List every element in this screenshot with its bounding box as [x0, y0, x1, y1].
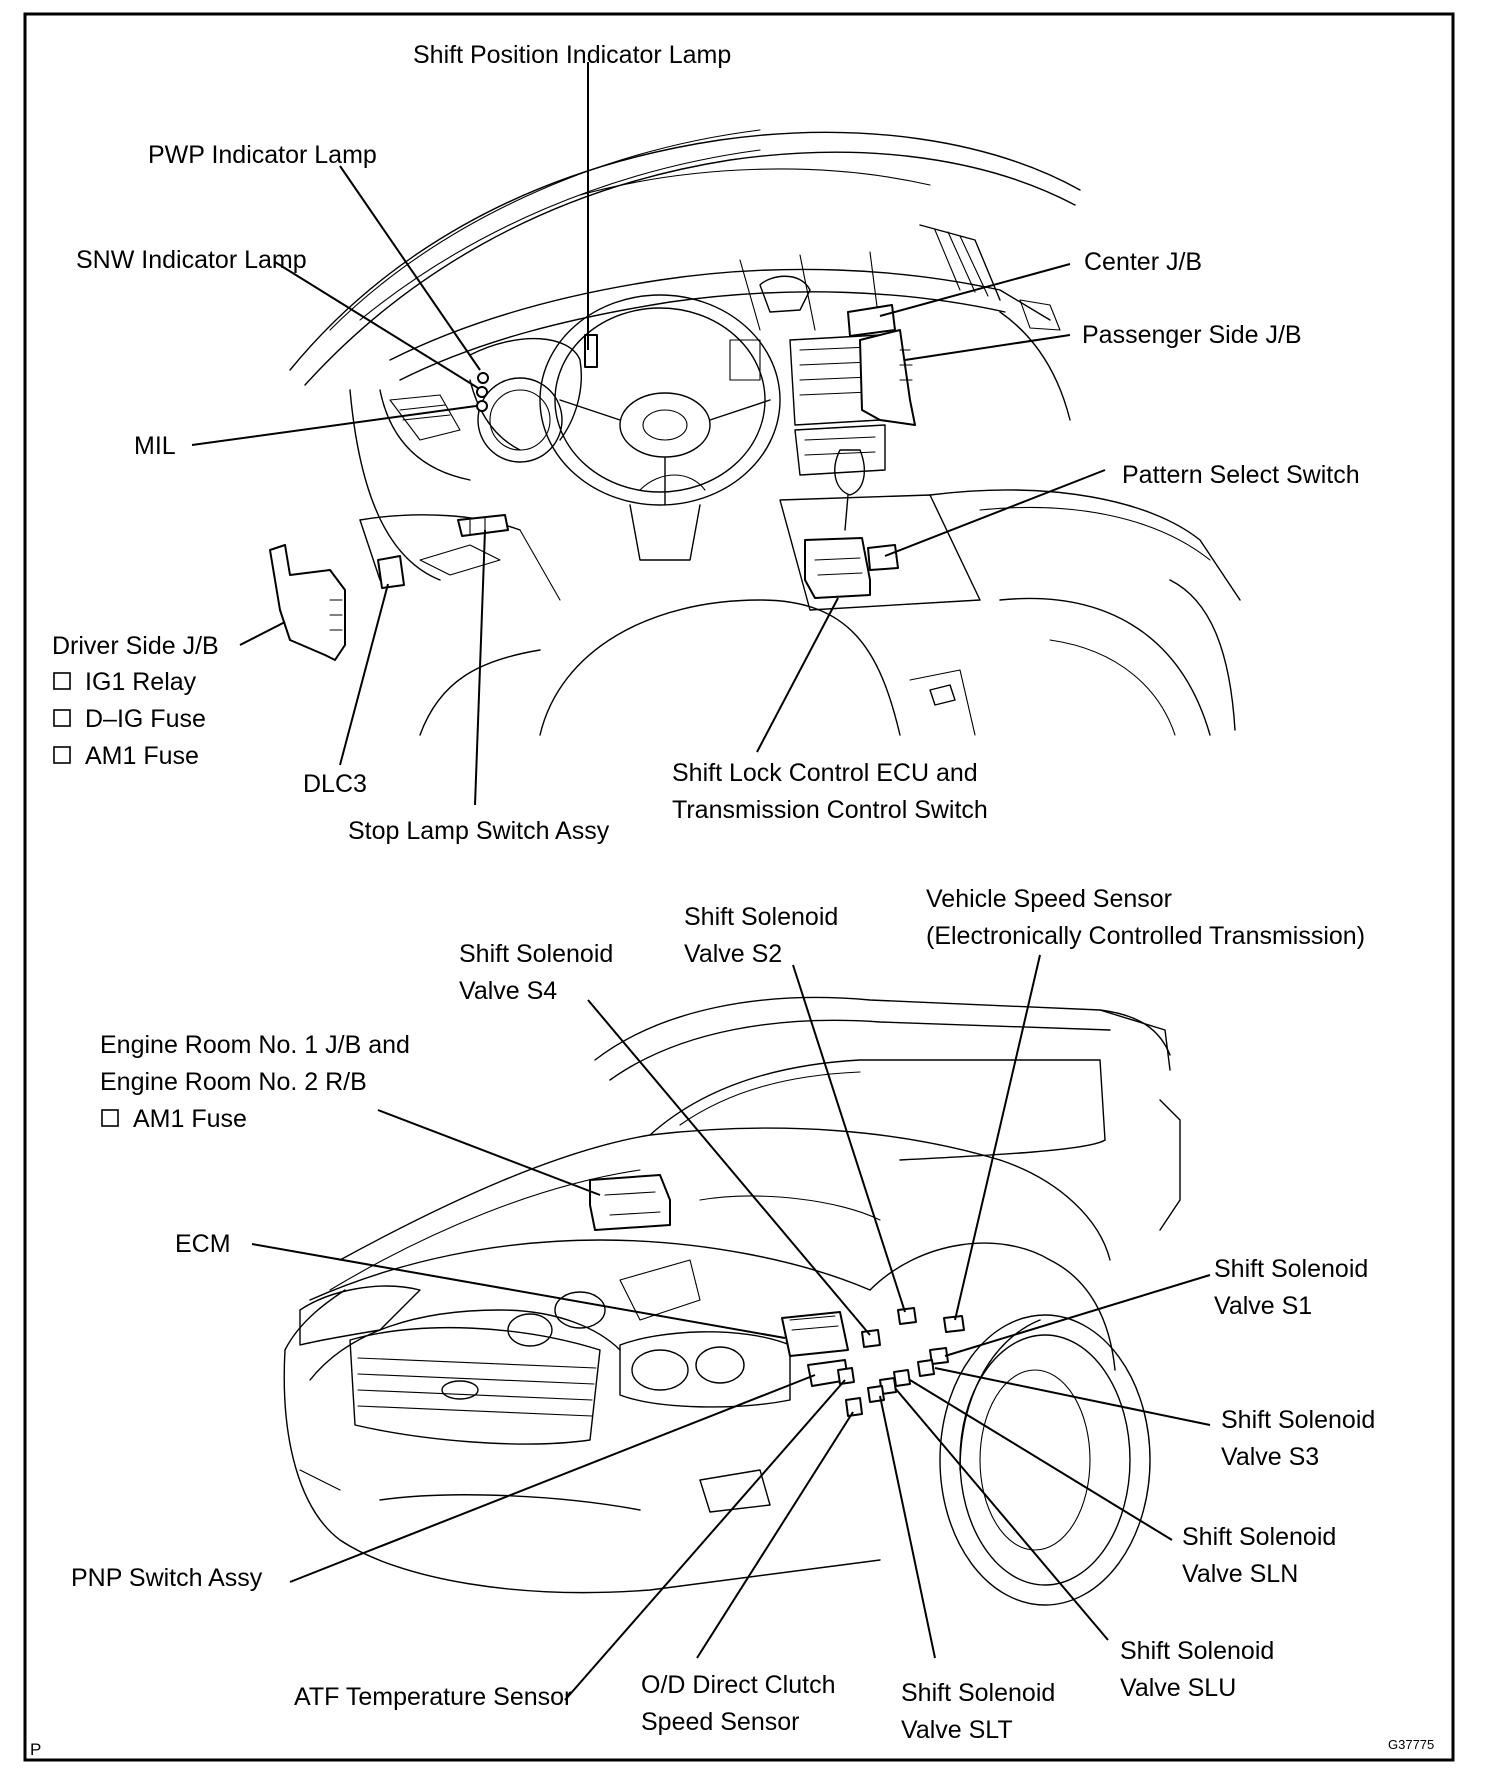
pwp-indicator-lamp-icon	[477, 372, 489, 384]
checkbox-icon	[101, 1109, 119, 1127]
label-dlc3: DLC3	[303, 770, 367, 798]
label-engine-room-jb-line2: Engine Room No. 2 R/B	[100, 1068, 367, 1096]
label-shift-solenoid-s4-line1: Shift Solenoid	[459, 940, 613, 968]
bottom-leader-lines	[251, 954, 1211, 1701]
label-passenger-side-jb: Passenger Side J/B	[1082, 321, 1302, 349]
label-engine-room-am1-fuse: AM1 Fuse	[133, 1105, 247, 1133]
label-shift-solenoid-s1-line1: Shift Solenoid	[1214, 1255, 1368, 1283]
label-shift-lock-ecu-line2: Transmission Control Switch	[672, 796, 988, 824]
figure-code: G37775	[1388, 1737, 1434, 1752]
label-shift-lock-ecu-line1: Shift Lock Control ECU and	[672, 759, 978, 787]
label-shift-solenoid-slu-line1: Shift Solenoid	[1120, 1637, 1274, 1665]
label-shift-solenoid-sln-line1: Shift Solenoid	[1182, 1523, 1336, 1551]
shift-lock-control-ecu-icon	[804, 537, 871, 599]
shift-solenoid-valve-s3-icon	[917, 1359, 935, 1377]
label-shift-solenoid-s2-line2: Valve S2	[684, 940, 782, 968]
label-shift-solenoid-s4-line2: Valve S4	[459, 977, 557, 1005]
label-shift-solenoid-slt-line1: Shift Solenoid	[901, 1679, 1055, 1707]
label-od-direct-clutch-line1: O/D Direct Clutch	[641, 1671, 835, 1699]
vehicle-exterior-illustration	[283, 996, 1181, 1606]
diagram-frame	[23, 12, 1455, 1762]
label-vehicle-speed-sensor-line2: (Electronically Controlled Transmission)	[926, 922, 1365, 950]
label-pnp-switch-assy: PNP Switch Assy	[71, 1564, 263, 1592]
label-d-ig-fuse: D–IG Fuse	[85, 705, 206, 733]
passenger-side-jb-icon	[859, 329, 916, 426]
label-driver-side-jb: Driver Side J/B	[52, 632, 219, 660]
mil-icon	[476, 400, 488, 412]
engine-room-jb-icon	[589, 1174, 671, 1231]
interior-illustration	[289, 129, 1241, 736]
shift-position-indicator-lamp-icon	[584, 334, 598, 368]
checkbox-icon	[53, 709, 71, 727]
od-direct-clutch-speed-sensor-icon	[845, 1397, 863, 1417]
label-vehicle-speed-sensor-line1: Vehicle Speed Sensor	[926, 885, 1172, 913]
label-pattern-select-switch: Pattern Select Switch	[1122, 461, 1360, 489]
label-ecm: ECM	[175, 1230, 231, 1258]
checkbox-icon	[53, 672, 71, 690]
label-stop-lamp-switch-assy: Stop Lamp Switch Assy	[348, 817, 610, 845]
shift-solenoid-valve-sln-icon	[893, 1369, 911, 1387]
label-shift-solenoid-sln-line2: Valve SLN	[1182, 1560, 1298, 1588]
label-engine-room-jb-line1: Engine Room No. 1 J/B and	[100, 1031, 410, 1059]
label-shift-solenoid-s3-line2: Valve S3	[1221, 1443, 1319, 1471]
atf-temperature-sensor-icon	[837, 1367, 855, 1385]
driver-side-jb-icon	[269, 544, 346, 661]
stop-lamp-switch-icon	[457, 514, 509, 537]
label-center-jb: Center J/B	[1084, 248, 1202, 276]
checkbox-icon	[53, 746, 71, 764]
label-shift-solenoid-s2-line1: Shift Solenoid	[684, 903, 838, 931]
shift-solenoid-valve-s2-icon	[897, 1307, 917, 1325]
label-pwp-indicator-lamp: PWP Indicator Lamp	[148, 141, 377, 169]
bottom-labels: Shift Solenoid Valve S2 Vehicle Speed Se…	[71, 885, 1375, 1744]
label-shift-solenoid-s3-line1: Shift Solenoid	[1221, 1406, 1375, 1434]
snw-indicator-lamp-icon	[476, 386, 488, 398]
page-letter: P	[30, 1740, 41, 1759]
label-atf-temperature-sensor: ATF Temperature Sensor	[294, 1683, 572, 1711]
label-ig1-relay: IG1 Relay	[85, 668, 197, 696]
label-snw-indicator-lamp: SNW Indicator Lamp	[76, 246, 307, 274]
ecm-icon	[781, 1311, 849, 1357]
center-jb-icon	[847, 304, 896, 337]
label-mil: MIL	[134, 432, 176, 460]
label-od-direct-clutch-line2: Speed Sensor	[641, 1708, 799, 1736]
label-shift-solenoid-slu-line2: Valve SLU	[1120, 1674, 1236, 1702]
label-shift-position-indicator-lamp: Shift Position Indicator Lamp	[413, 41, 731, 69]
pattern-select-switch-icon	[867, 544, 899, 571]
shift-solenoid-valve-s4-icon	[861, 1329, 881, 1348]
dlc3-icon	[377, 555, 405, 589]
top-labels: Shift Position Indicator Lamp PWP Indica…	[52, 41, 1360, 845]
label-shift-solenoid-s1-line2: Valve S1	[1214, 1292, 1312, 1320]
vehicle-speed-sensor-icon	[943, 1315, 965, 1333]
top-leader-lines	[191, 62, 1106, 806]
label-shift-solenoid-slt-line2: Valve SLT	[901, 1716, 1013, 1744]
label-am1-fuse: AM1 Fuse	[85, 742, 199, 770]
